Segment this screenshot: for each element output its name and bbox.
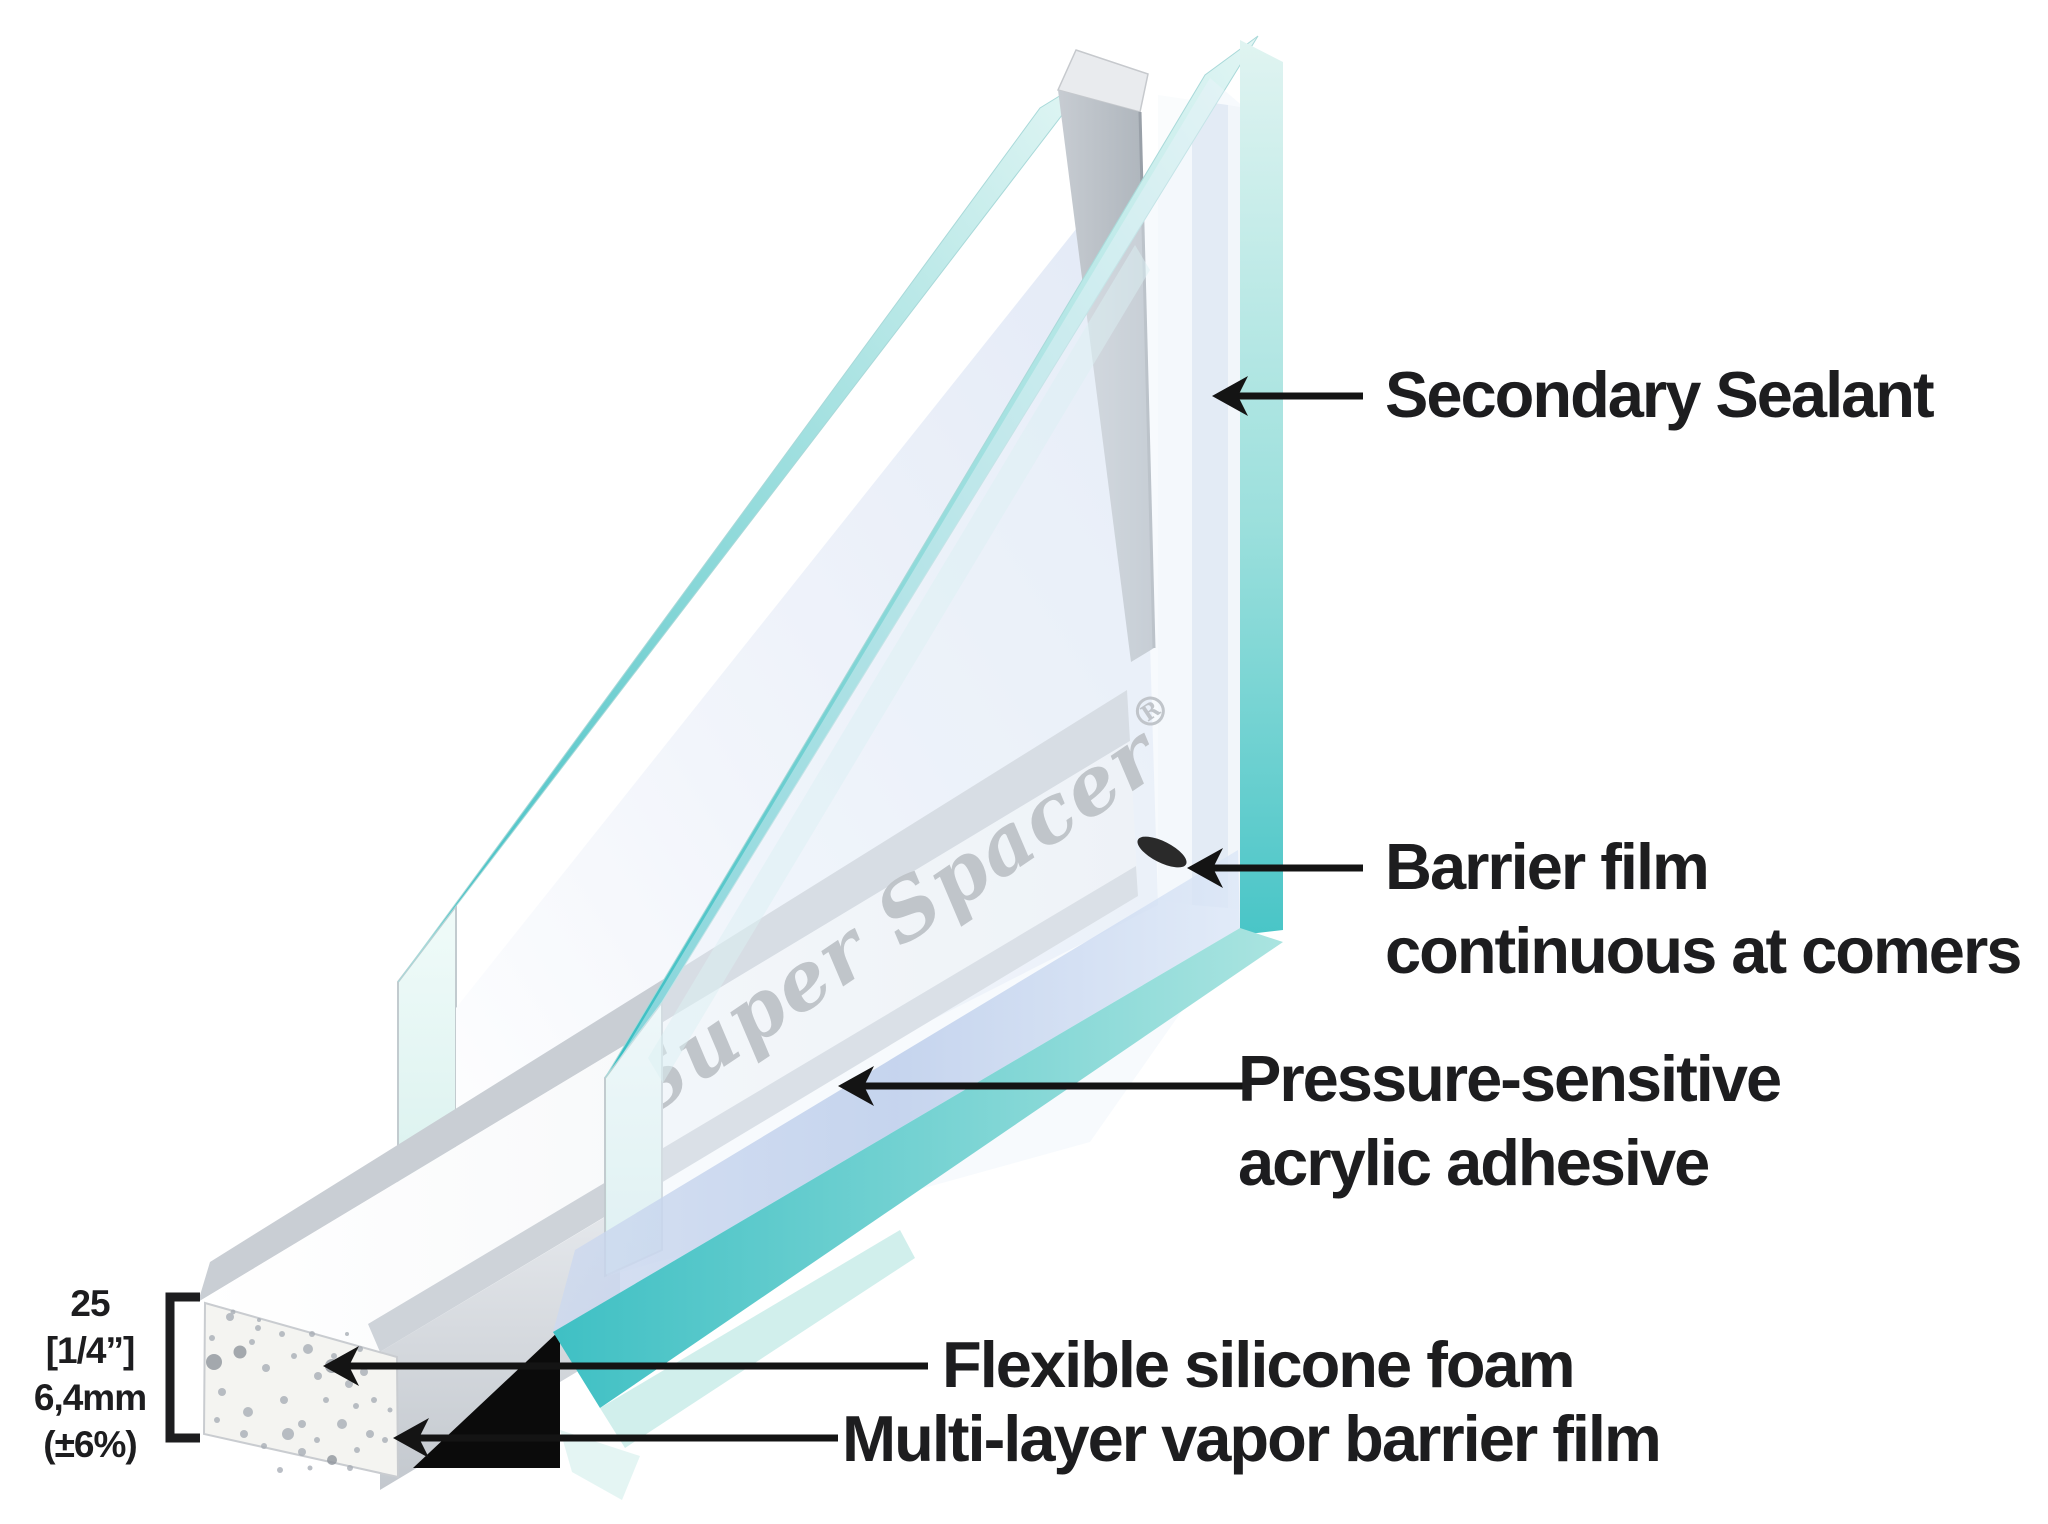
arrowhead-secondary-sealant [1212,376,1248,416]
label-flexible-foam: Flexible silicone foam [942,1328,1575,1401]
dimension-bracket [165,1292,200,1443]
front-pane-bottom-edge-pale [600,1230,915,1448]
label-pressure-adhesive-line1: Pressure-sensitive [1238,1042,1782,1115]
front-pane-bottom-edge [553,928,1283,1408]
arrowheads [323,376,1248,1458]
arrowhead-vapor-barrier [393,1418,429,1458]
front-pane-top-edge [604,35,1259,1079]
label-vapor-barrier: Multi-layer vapor barrier film [842,1402,1662,1475]
label-secondary-sealant: Secondary Sealant [1385,358,1935,431]
callout-arrows [347,392,1363,1442]
label-barrier-film-line2: continuous at comers [1385,914,2022,987]
arrowhead-flexible-foam [323,1346,359,1386]
front-pane-inner-edge-line [648,245,1150,1083]
right-white-strip [1228,105,1240,910]
dimension-line-metric: 25 [70,1283,110,1324]
dimension-line-tolerance: (±6%) [43,1424,137,1465]
label-pressure-adhesive-line2: acrylic adhesive [1238,1126,1710,1199]
dimension-text: 25 [1/4”] 6,4mm (±6%) [14,1280,166,1468]
foam-bar-side-face [380,1208,620,1490]
spacer-band-shadow-lower [368,866,1138,1352]
front-pane-reflection-band [553,850,1240,1332]
front-pane-right-edge [1240,40,1283,935]
right-sealant-strip [1158,95,1192,905]
barrier-film-dot [1137,836,1187,868]
right-glass-strip [1192,100,1228,908]
dimension-line-mm: 6,4mm [33,1377,147,1418]
foam-cross-section-face [202,1301,400,1479]
label-pressure-adhesive: Pressure-sensitive acrylic adhesive [1238,1042,1782,1199]
arrowhead-pressure-adhesive [838,1066,874,1106]
label-barrier-film: Barrier film continuous at comers [1385,830,2022,987]
front-pane-bottom-tip [560,1430,640,1500]
arrowhead-barrier-film [1187,848,1223,888]
label-barrier-film-line1: Barrier film [1385,830,1710,903]
dimension-line-inches: [1/4”] [45,1330,136,1371]
